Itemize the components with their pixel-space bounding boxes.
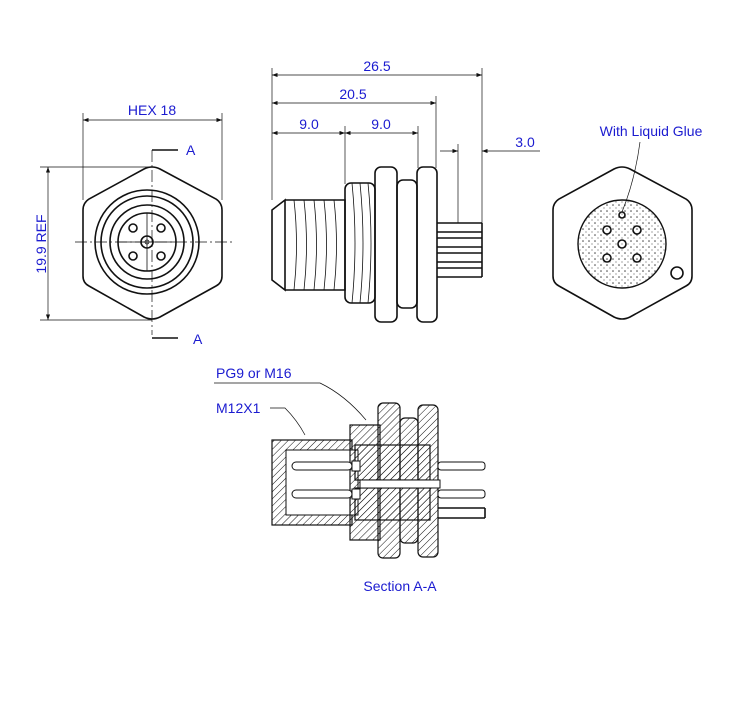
hex-size-label: HEX 18 [128,102,176,118]
section-marker-bottom: A [193,331,203,347]
panel-thread-callout: PG9 or M16 [216,365,292,381]
section-marker-top: A [186,142,196,158]
front-view [40,113,235,339]
height-ref-label: 19.9 REF [33,214,49,273]
rear-view [552,141,693,320]
body-length-label: 20.5 [339,86,366,102]
front-thread-length-label: 9.0 [299,116,319,132]
pin-length-label: 3.0 [515,134,535,150]
glue-callout: With Liquid Glue [600,123,703,139]
section-title: Section A-A [363,578,437,594]
side-view [271,68,540,323]
overall-length-label: 26.5 [363,58,390,74]
rear-thread-length-label: 9.0 [371,116,391,132]
coupling-thread-callout: M12X1 [216,400,261,416]
section-view [214,382,486,559]
